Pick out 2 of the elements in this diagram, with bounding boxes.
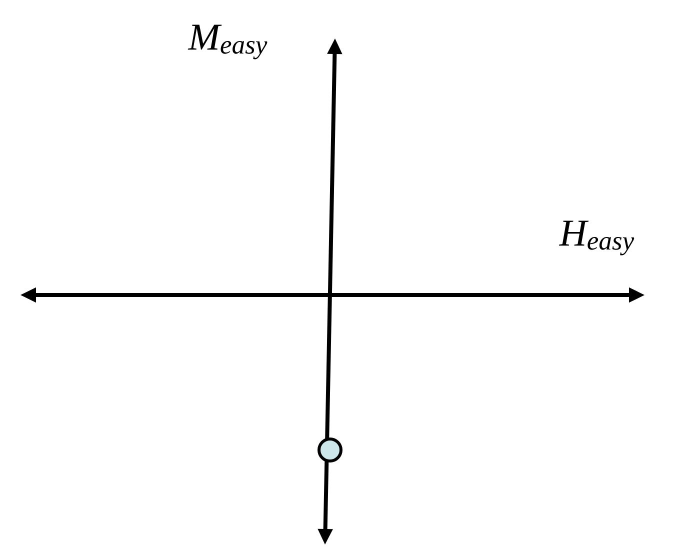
axis-label: H$_{easy}$ [559, 220, 634, 256]
axis-label: M$_{easy}$ [188, 24, 268, 60]
